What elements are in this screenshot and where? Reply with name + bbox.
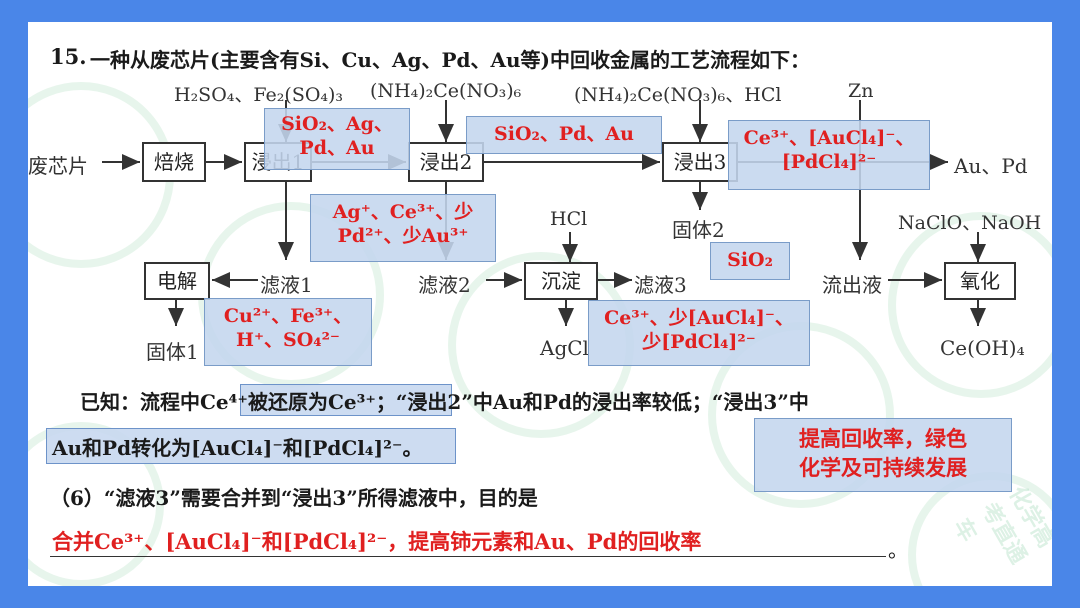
node-agcl: AgCl	[540, 336, 589, 360]
node-start: 废芯片	[28, 154, 88, 178]
node-precip: 沉淀	[524, 262, 598, 300]
node-electro: 电解	[144, 262, 210, 300]
annotation-solid1: SiO₂、Ag、 Pd、Au	[264, 108, 410, 170]
side-answer-line: 提高回收率，绿色	[799, 427, 967, 451]
node-solid2: 固体2	[672, 218, 725, 242]
reagent-ceric-ammonium: (NH₄)₂Ce(NO₃)₆	[370, 80, 522, 102]
reagent-zn: Zn	[848, 80, 874, 102]
highlight-au-pd-conversion	[46, 428, 456, 464]
annotation-line: Ce³⁺、少[AuCl₄]⁻、	[604, 307, 794, 329]
known-line2: Au和Pd转化为[AuCl₄]⁻和[PdCl₄]²⁻。	[52, 436, 423, 460]
part6-question: （6）“滤液3”需要合并到“浸出3”所得滤液中，目的是	[50, 486, 538, 510]
reagent-ceric-hcl: (NH₄)₂Ce(NO₃)₆、HCl	[574, 84, 782, 106]
annotation-solid2: SiO₂	[710, 242, 790, 280]
annotation-leach3-filtrate: Ce³⁺、[AuCl₄]⁻、 [PdCl₄]²⁻	[728, 120, 930, 190]
annotation-line: Ag⁺、Ce³⁺、少	[332, 201, 474, 223]
watermark-circle	[28, 422, 164, 586]
annotation-line: SiO₂	[727, 249, 773, 271]
part6-answer: 合并Ce³⁺、[AuCl₄]⁻和[PdCl₄]²⁻，提高铈元素和Au、Pd的回收…	[52, 529, 702, 554]
annotation-filtrate2: Ag⁺、Ce³⁺、少 Pd²⁺、少Au³⁺	[310, 194, 496, 262]
side-answer-box: 提高回收率，绿色 化学及可持续发展	[754, 418, 1012, 492]
part6-end-mark: 。	[888, 538, 908, 562]
reagent-h2so4: H₂SO₄、Fe₂(SO₄)₃	[174, 84, 344, 106]
node-leach3: 浸出3	[662, 142, 738, 182]
node-filtrate3: 滤液3	[634, 273, 687, 297]
annotation-line: SiO₂、Ag、	[281, 113, 393, 135]
annotation-line: 少[PdCl₄]²⁻	[642, 330, 756, 353]
annotation-line: Ce³⁺、[AuCl₄]⁻、	[743, 127, 915, 149]
known-line1: 已知：流程中Ce⁴⁺被还原为Ce³⁺；“浸出2”中Au和Pd的浸出率较低；“浸出…	[80, 390, 809, 414]
node-product-top: Au、Pd	[954, 154, 1028, 178]
annotation-line: SiO₂、Pd、Au	[494, 123, 634, 145]
question-number: 15.	[50, 44, 87, 69]
node-oxidize: 氧化	[944, 262, 1016, 300]
highlight-ce-reduction	[240, 384, 452, 416]
reagent-hcl: HCl	[550, 208, 588, 230]
question-stem: 一种从废芯片(主要含有Si、Cu、Ag、Pd、Au等)中回收金属的工艺流程如下：	[90, 48, 811, 72]
side-answer-line: 化学及可持续发展	[799, 456, 967, 481]
annotation-line: [PdCl₄]²⁻	[781, 150, 877, 173]
watermark-circle	[888, 212, 1052, 398]
node-effluent: 流出液	[822, 273, 882, 297]
answer-underline	[50, 556, 886, 557]
annotation-line: Pd²⁺、少Au³⁺	[337, 224, 469, 247]
annotation-filtrate3: Ce³⁺、少[AuCl₄]⁻、 少[PdCl₄]²⁻	[588, 300, 810, 366]
slide-page: 15. 一种从废芯片(主要含有Si、Cu、Ag、Pd、Au等)中回收金属的工艺流…	[28, 22, 1052, 586]
reagent-naclo-naoh: NaClO、NaOH	[898, 212, 1042, 234]
node-filtrate2: 滤液2	[418, 273, 471, 297]
annotation-line: H⁺、SO₄²⁻	[236, 328, 340, 351]
node-filtrate1: 滤液1	[260, 273, 313, 297]
node-roast: 焙烧	[142, 142, 206, 182]
node-ceoh: Ce(OH)₄	[940, 336, 1025, 360]
annotation-line: Cu²⁺、Fe³⁺、	[223, 305, 353, 327]
node-solid1: 固体1	[146, 340, 199, 364]
annotation-line: Pd、Au	[299, 136, 375, 159]
annotation-filtrate1: Cu²⁺、Fe³⁺、 H⁺、SO₄²⁻	[204, 298, 372, 366]
annotation-solid2-leach: SiO₂、Pd、Au	[466, 116, 662, 154]
